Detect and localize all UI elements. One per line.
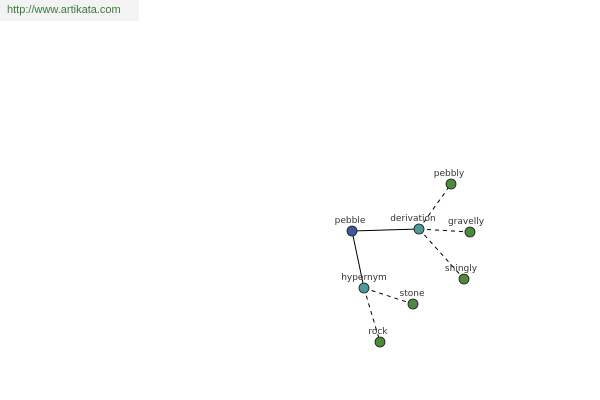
node-rock[interactable] <box>374 336 386 348</box>
node-label-hypernym: hypernym <box>341 273 387 283</box>
edge-derivation-pebbly <box>418 183 452 230</box>
node-label-pebbly: pebbly <box>434 169 465 179</box>
node-stone[interactable] <box>407 298 419 310</box>
node-derivation[interactable] <box>413 223 425 235</box>
node-pebbly[interactable] <box>445 178 457 190</box>
edge-hypernym-stone <box>363 287 414 305</box>
node-label-gravelly: gravelly <box>448 217 485 227</box>
edge-derivation-gravelly <box>418 228 471 233</box>
edge-derivation-shingly <box>418 228 465 280</box>
edges-layer <box>351 183 471 343</box>
site-url-link[interactable]: http://www.artikata.com <box>0 0 139 21</box>
edge-pebble-derivation <box>351 228 420 232</box>
labels-layer: pebble derivation hypernym pebbly gravelly sh… <box>335 169 485 337</box>
node-label-shingly: shingly <box>445 264 478 274</box>
edge-hypernym-rock <box>363 287 381 343</box>
node-label-stone: stone <box>400 289 425 299</box>
node-gravelly[interactable] <box>464 226 476 238</box>
node-label-pebble: pebble <box>335 216 366 226</box>
edge-pebble-hypernym <box>351 230 365 289</box>
node-label-rock: rock <box>368 327 388 337</box>
nodes-layer <box>346 178 476 348</box>
node-label-derivation: derivation <box>390 214 436 224</box>
node-shingly[interactable] <box>458 273 470 285</box>
node-hypernym[interactable] <box>358 282 370 294</box>
node-pebble[interactable] <box>346 225 358 237</box>
